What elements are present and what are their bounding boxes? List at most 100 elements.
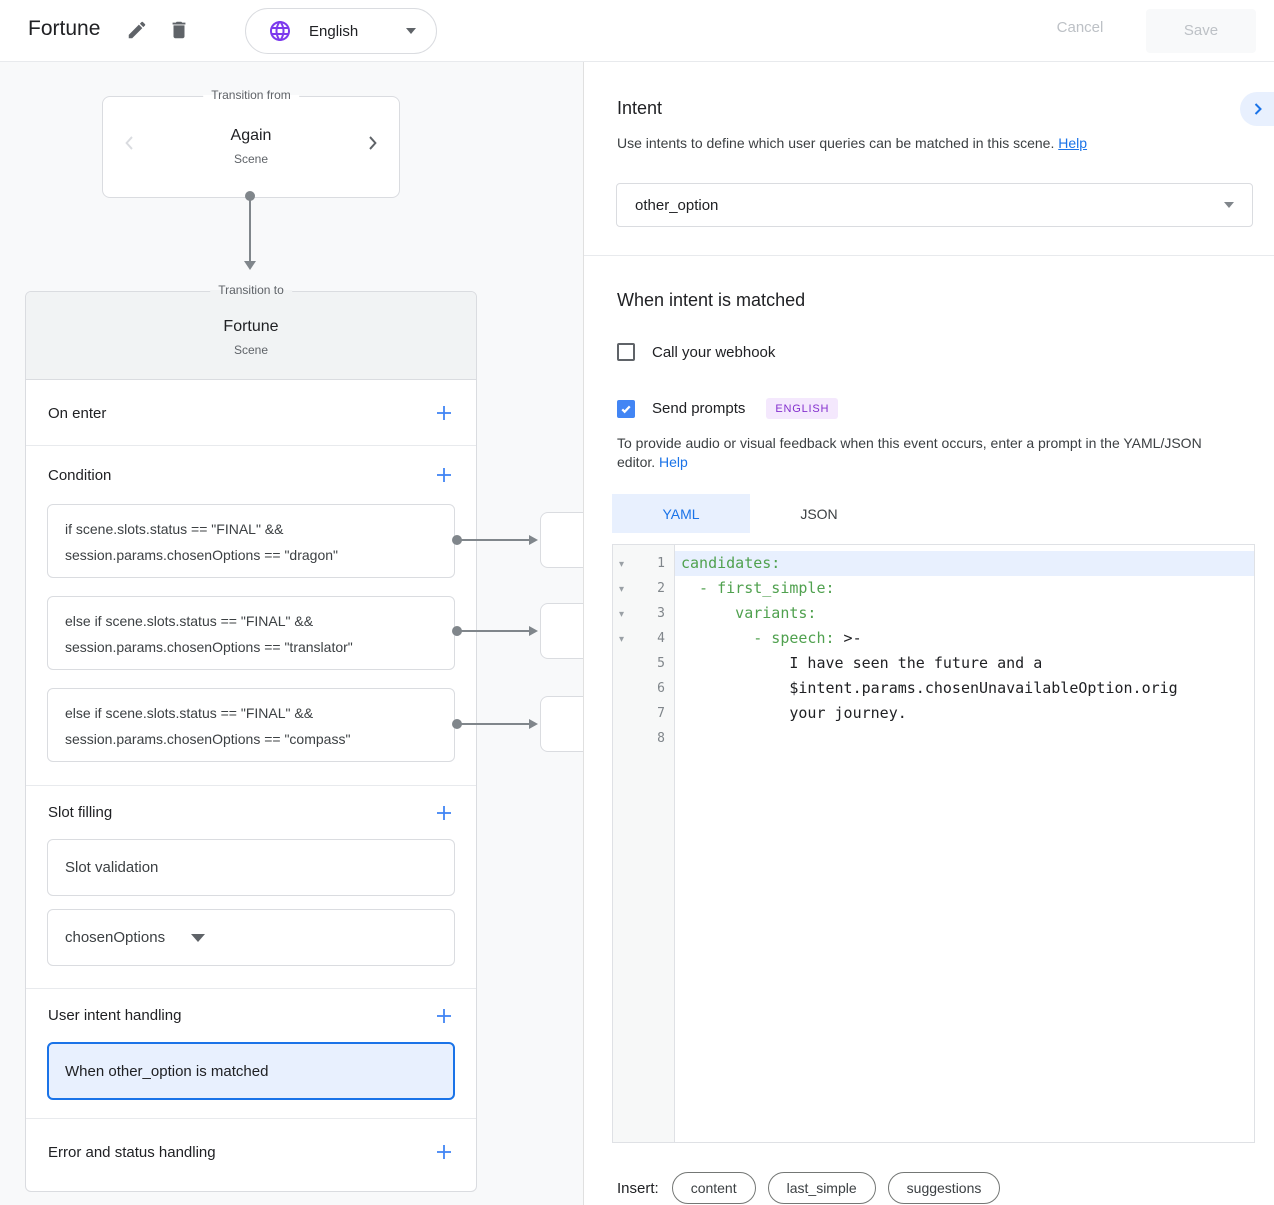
webhook-checkbox[interactable] [617, 343, 635, 361]
yaml-key: - speech: [681, 629, 835, 647]
slot-chosenoptions-item[interactable]: chosenOptions [47, 909, 455, 966]
condition-text-line1: else if scene.slots.status == "FINAL" && [65, 613, 314, 629]
condition-item-dragon[interactable]: if scene.slots.status == "FINAL" && sess… [47, 504, 455, 578]
add-slot-button[interactable] [434, 803, 454, 823]
prompt-help-link[interactable]: Help [659, 454, 688, 470]
condition-text-line2: session.params.chosenOptions == "dragon" [65, 547, 338, 563]
code-line[interactable]: your journey. [675, 701, 1254, 726]
webhook-label: Call your webhook [652, 343, 776, 361]
line-number: 3 [657, 606, 665, 621]
intent-description: Use intents to define which user queries… [617, 135, 1087, 151]
on-enter-label: On enter [48, 404, 107, 422]
connector-dot [245, 191, 255, 201]
cancel-button[interactable]: Cancel [1056, 19, 1104, 36]
intent-description-text: Use intents to define which user queries… [617, 135, 1055, 151]
code-line[interactable]: - speech: >- [675, 626, 1254, 651]
insert-chip-content[interactable]: content [671, 1172, 756, 1204]
condition-arrow-line [458, 539, 530, 541]
insert-toolbar: Insert: content last_simple suggestions [617, 1172, 1012, 1204]
tab-json[interactable]: JSON [800, 505, 838, 522]
gutter-row: ▾4 [613, 626, 674, 651]
save-button[interactable]: Save [1146, 9, 1256, 53]
intent-help-link[interactable]: Help [1058, 135, 1088, 151]
code-line[interactable]: variants: [675, 601, 1254, 626]
fold-arrow-icon[interactable]: ▾ [619, 634, 625, 645]
tab-yaml[interactable]: YAML [612, 494, 750, 533]
editor-format-tabs: YAML JSON [612, 494, 888, 533]
chevron-right-icon [361, 136, 385, 159]
condition-label: Condition [48, 466, 112, 484]
connector-arrowhead-icon [244, 261, 256, 270]
error-handling-label: Error and status handling [48, 1143, 216, 1161]
yaml-text: >- [834, 629, 862, 647]
prompt-help-line2: editor. [617, 454, 656, 470]
chevron-down-icon [406, 28, 416, 34]
condition-out-dot [452, 535, 462, 545]
prev-scene-button[interactable] [117, 131, 141, 155]
send-prompts-label: Send prompts [652, 400, 746, 417]
gutter-row: 5 [613, 651, 674, 676]
intent-handler-item-selected[interactable]: When other_option is matched [47, 1042, 455, 1100]
condition-arrow-line [458, 630, 530, 632]
transition-to-legend: Transition to [210, 283, 292, 297]
transition-from-legend: Transition from [203, 88, 299, 102]
prompt-help-line1: To provide audio or visual feedback when… [617, 435, 1202, 451]
code-line[interactable]: I have seen the future and a [675, 651, 1254, 676]
yaml-text: your journey. [681, 704, 907, 722]
add-error-handler-button[interactable] [434, 1142, 454, 1162]
fold-arrow-icon[interactable]: ▾ [619, 559, 625, 570]
code-line[interactable]: candidates: [675, 551, 1254, 576]
editor-code[interactable]: candidates: - first_simple: variants: - … [675, 545, 1254, 1142]
code-line[interactable] [675, 726, 1254, 751]
code-line[interactable]: $intent.params.chosenUnavailableOption.o… [675, 676, 1254, 701]
slot-name-label: chosenOptions [65, 929, 166, 946]
fold-arrow-icon[interactable]: ▾ [619, 584, 625, 595]
send-prompts-checkbox[interactable] [617, 399, 635, 418]
gutter-row: ▾1 [613, 551, 674, 576]
add-on-enter-button[interactable] [434, 403, 454, 423]
edit-scene-button[interactable] [126, 19, 150, 43]
transition-from-card[interactable]: Transition from Again Scene [102, 88, 400, 198]
intent-dropdown[interactable]: other_option [616, 183, 1253, 227]
chevron-left-icon [117, 136, 141, 159]
user-intent-label: User intent handling [48, 1007, 182, 1024]
transition-target-card[interactable] [540, 696, 583, 752]
collapse-panel-button[interactable] [1240, 92, 1274, 126]
add-intent-handler-button[interactable] [434, 1006, 454, 1026]
to-scene-type: Scene [233, 343, 269, 357]
scene-card-header: Fortune Scene [26, 292, 476, 380]
code-line[interactable]: - first_simple: [675, 576, 1254, 601]
condition-text-line2: session.params.chosenOptions == "transla… [65, 639, 353, 655]
insert-chip-suggestions[interactable]: suggestions [887, 1172, 1001, 1204]
delete-scene-button[interactable] [168, 19, 192, 43]
section-slot-filling: Slot filling Slot validation chosenOptio… [26, 786, 476, 989]
slot-filling-label: Slot filling [48, 804, 113, 821]
transition-to-card: Transition to Fortune Scene On enter Con… [25, 283, 477, 1192]
next-scene-button[interactable] [361, 131, 385, 155]
section-on-enter: On enter [26, 380, 476, 446]
language-selector[interactable]: English [245, 8, 437, 54]
panel-divider [584, 255, 1274, 256]
slot-validation-item[interactable]: Slot validation [47, 839, 455, 896]
scene-title: Fortune [28, 17, 101, 40]
line-number: 5 [657, 656, 665, 671]
yaml-key: - first_simple: [681, 579, 835, 597]
condition-item-translator[interactable]: else if scene.slots.status == "FINAL" &&… [47, 596, 455, 670]
transition-target-card[interactable] [540, 603, 583, 659]
yaml-text: $intent.params.chosenUnavailableOption.o… [681, 679, 1178, 697]
intent-panel-title: Intent [617, 98, 663, 118]
prompt-help-text: To provide audio or visual feedback when… [617, 434, 1247, 472]
condition-arrow-line [458, 723, 530, 725]
fold-arrow-icon[interactable]: ▾ [619, 609, 625, 620]
from-scene-name: Again [230, 127, 272, 144]
transition-target-card[interactable] [540, 512, 583, 568]
chevron-down-icon [191, 933, 206, 942]
insert-chip-last_simple[interactable]: last_simple [767, 1172, 876, 1204]
trash-icon [168, 21, 190, 45]
add-condition-button[interactable] [434, 465, 454, 485]
condition-item-compass[interactable]: else if scene.slots.status == "FINAL" &&… [47, 688, 455, 762]
insert-label: Insert: [617, 1179, 659, 1197]
line-number: 6 [657, 681, 665, 696]
